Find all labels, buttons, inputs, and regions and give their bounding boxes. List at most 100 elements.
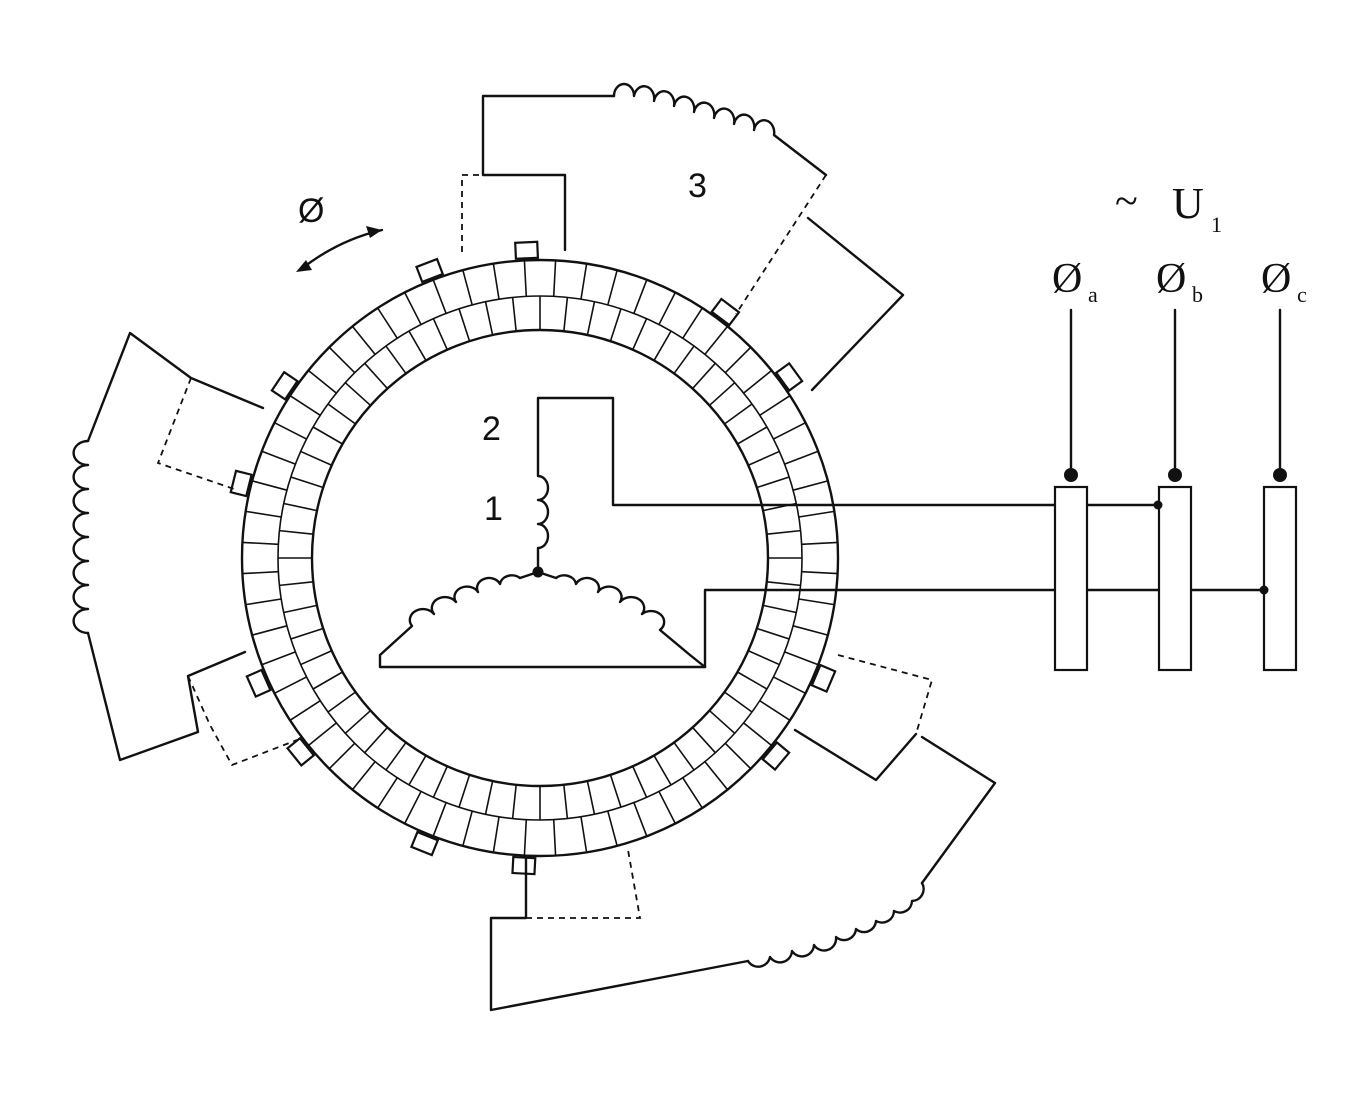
ring-c	[1262, 485, 1298, 672]
brush-contact	[710, 297, 741, 327]
slot-outer-divider	[492, 263, 500, 300]
slot-outer-divider	[261, 651, 296, 666]
slot-outer-divider	[552, 260, 557, 297]
ring-a	[1053, 485, 1089, 672]
slot-outer-divider	[704, 325, 729, 355]
slot-outer-divider	[773, 421, 806, 440]
slot-outer-divider	[242, 541, 279, 546]
slot-inner-divider	[344, 382, 372, 407]
slot-inner-divider	[756, 627, 790, 640]
brush-contact	[285, 736, 316, 767]
flux-label: Ø	[298, 192, 324, 230]
slot-outer-divider	[607, 269, 618, 306]
slot-inner-divider	[484, 301, 494, 336]
slot-inner-divider	[609, 308, 622, 342]
winding-3	[461, 82, 905, 392]
slot-outer-divider	[307, 722, 337, 747]
slot-outer-divider	[351, 325, 376, 355]
slot-outer-divider	[658, 791, 677, 824]
slot-outer-divider	[307, 369, 337, 394]
slot-outer-divider	[784, 450, 819, 465]
slot-outer-divider	[743, 722, 773, 747]
slot-inner-divider	[691, 726, 716, 754]
slot-outer-divider	[798, 598, 835, 606]
slot-inner-divider	[766, 529, 801, 535]
phase-a-symbol: Ø	[1052, 256, 1082, 302]
slot-inner-divider	[673, 345, 695, 375]
slot-outer-divider	[377, 307, 398, 339]
slot-inner-divider	[290, 627, 324, 640]
slot-outer-divider	[523, 260, 528, 297]
slot-inner-divider	[563, 784, 569, 819]
slot-outer-divider	[403, 791, 422, 824]
slot-outer-divider	[261, 450, 296, 465]
slot-inner-divider	[609, 774, 622, 808]
slot-outer-divider	[607, 810, 618, 847]
slot-inner-divider	[737, 671, 768, 690]
terminal-a	[1064, 468, 1078, 482]
slot-outer-divider	[792, 480, 829, 491]
slot-inner-divider	[737, 426, 768, 445]
slot-outer-divider	[403, 292, 422, 325]
phase-b-subscript: b	[1192, 282, 1203, 307]
slot-inner-divider	[458, 774, 471, 808]
brush-contact	[270, 370, 299, 401]
slot-outer-divider	[432, 279, 447, 314]
voltage-tilde: ~	[1115, 179, 1138, 225]
slot-outer-divider	[462, 810, 473, 847]
slot-inner-divider	[653, 330, 672, 361]
slot-outer-divider	[580, 816, 588, 853]
slot-outer-divider	[492, 816, 500, 853]
slot-inner-divider	[327, 691, 357, 713]
slot-outer-divider	[704, 761, 729, 791]
slot-outer-divider	[798, 510, 835, 518]
slot-inner-divider	[762, 604, 797, 614]
slot-inner-divider	[408, 755, 427, 786]
slot-outer-divider	[242, 570, 279, 575]
slot-outer-divider	[462, 269, 473, 306]
slot-outer-divider	[801, 541, 838, 546]
slot-outer-divider	[801, 570, 838, 575]
brush-contact	[511, 855, 537, 876]
winding-bottom	[489, 654, 997, 1012]
slot-outer-divider	[245, 510, 282, 518]
slot-outer-divider	[251, 480, 288, 491]
slot-outer-divider	[759, 700, 791, 721]
slot-inner-divider	[708, 709, 736, 734]
brush-contact	[415, 257, 445, 284]
slot-outer-divider	[245, 598, 282, 606]
phase-c-symbol: Ø	[1261, 256, 1291, 302]
slot-outer-divider	[552, 819, 557, 856]
slot-inner-divider	[484, 780, 494, 815]
slot-outer-divider	[274, 421, 307, 440]
slot-inner-divider	[586, 301, 596, 336]
slot-outer-divider	[351, 761, 376, 791]
ring-b	[1157, 485, 1193, 672]
terminal-b	[1168, 468, 1182, 482]
slot-inner-divider	[408, 330, 427, 361]
phase-b-symbol: Ø	[1156, 256, 1186, 302]
slot-inner-divider	[364, 362, 389, 390]
slot-inner-divider	[327, 403, 357, 425]
slot-inner-divider	[632, 318, 648, 351]
slot-inner-divider	[673, 741, 695, 771]
winding-1-label: 1	[484, 490, 503, 528]
slot-outer-divider	[743, 369, 773, 394]
brush-contact	[409, 830, 440, 857]
voltage-subscript: 1	[1211, 212, 1222, 237]
slot-outer-divider	[251, 625, 288, 636]
slot-inner-divider	[691, 362, 716, 390]
slot-inner-divider	[290, 476, 324, 489]
slot-inner-divider	[312, 426, 343, 445]
slot-outer-divider	[523, 819, 528, 856]
stator-slots	[242, 260, 838, 856]
phase-a-subscript: a	[1088, 282, 1098, 307]
slot-inner-divider	[747, 650, 780, 666]
slot-outer-divider	[658, 292, 677, 325]
stator-outer-edge	[240, 258, 840, 858]
slot-inner-divider	[563, 297, 569, 332]
slot-outer-divider	[289, 700, 321, 721]
slot-inner-divider	[283, 502, 318, 512]
slot-inner-divider	[432, 318, 448, 351]
